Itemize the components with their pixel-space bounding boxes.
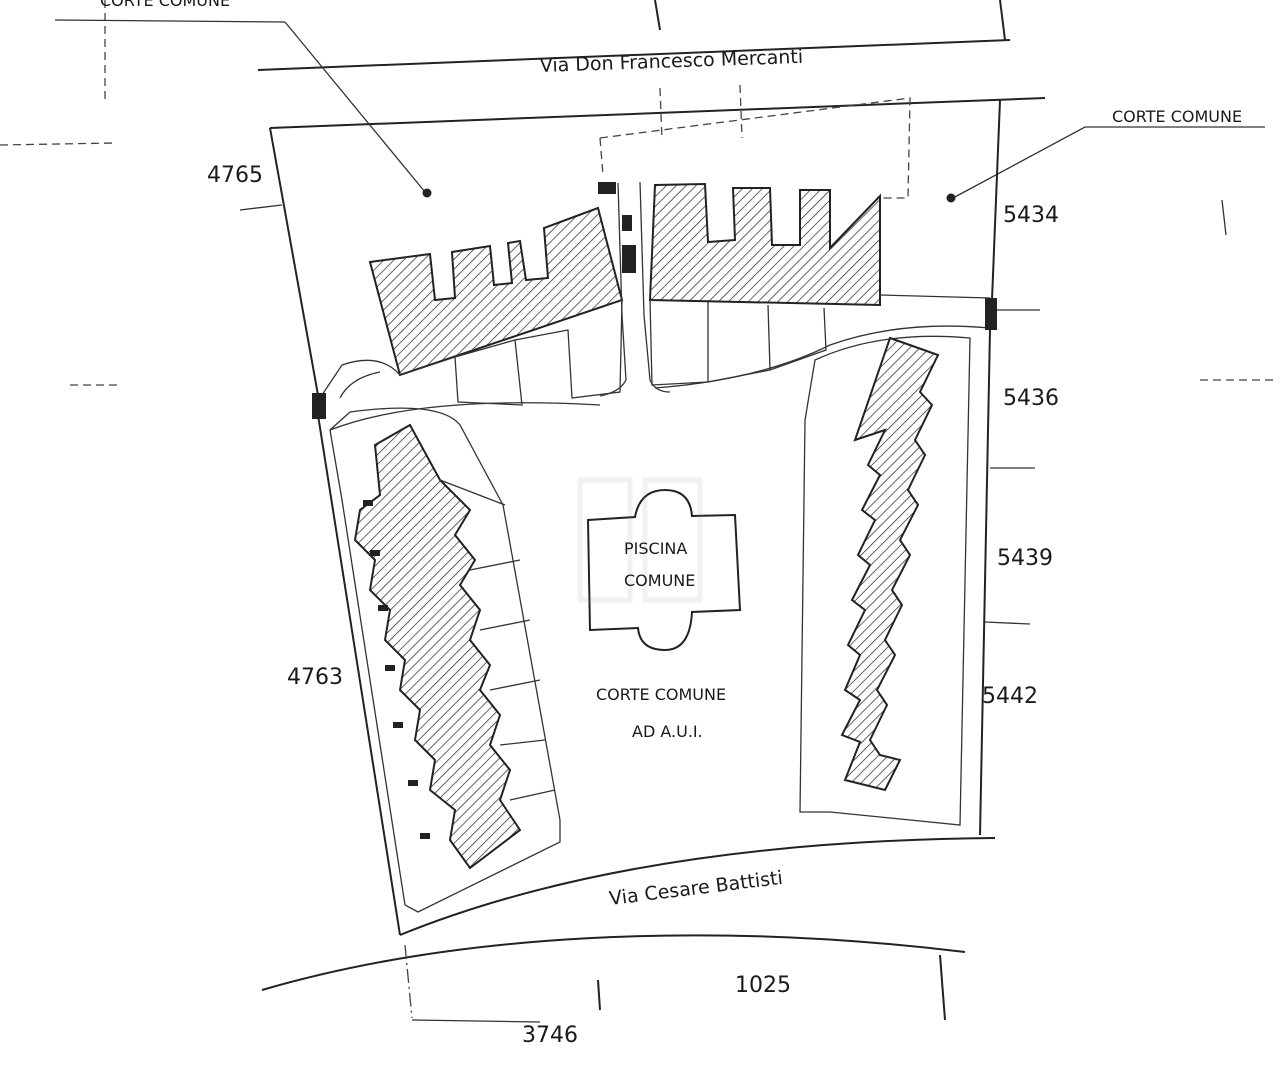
site-boundary — [239, 84, 1040, 936]
label-street-south: Via Cesare Battisti — [608, 867, 784, 910]
parcel-5442: 5442 — [982, 684, 1038, 709]
building-west — [329, 407, 561, 913]
parcel-1025: 1025 — [735, 973, 791, 998]
parcel-5434: 5434 — [1003, 203, 1059, 228]
leader-corte-comune-right — [946, 126, 1265, 203]
central-walkway — [598, 181, 671, 397]
watermark-logo — [577, 477, 703, 603]
south-street-lines — [261, 837, 996, 1023]
courtyard-outline — [312, 298, 997, 431]
label-court-line2: AD A.U.I. — [632, 722, 703, 741]
label-pool-line2: COMUNE — [624, 571, 695, 590]
parcel-4765: 4765 — [207, 163, 263, 188]
parcel-4763: 4763 — [287, 665, 343, 690]
leader-corte-comune-left — [54, 19, 432, 198]
scan-marks — [70, 199, 1278, 386]
label-court-line1: CORTE COMUNE — [596, 685, 726, 704]
label-corte-comune-top-left: CORTE COMUNE — [100, 0, 230, 10]
parcel-5439: 5439 — [997, 546, 1053, 571]
label-corte-comune-top-right: CORTE COMUNE — [1112, 107, 1242, 126]
north-street-lines — [0, 0, 1046, 146]
parcel-3746: 3746 — [522, 1023, 578, 1048]
label-pool-line1: PISCINA — [624, 539, 687, 558]
label-street-north: Via Don Francesco Mercanti — [539, 46, 803, 77]
common-pool — [586, 488, 742, 652]
parcel-5436: 5436 — [1003, 386, 1059, 411]
building-north-left — [368, 206, 624, 406]
building-east — [799, 335, 971, 826]
